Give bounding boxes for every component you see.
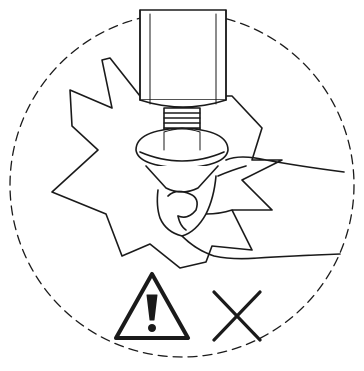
cylinder-body bbox=[139, 9, 227, 108]
prohibited-x-icon bbox=[212, 290, 262, 342]
pinched-hand bbox=[156, 156, 345, 260]
warning-triangle-icon bbox=[114, 272, 190, 340]
